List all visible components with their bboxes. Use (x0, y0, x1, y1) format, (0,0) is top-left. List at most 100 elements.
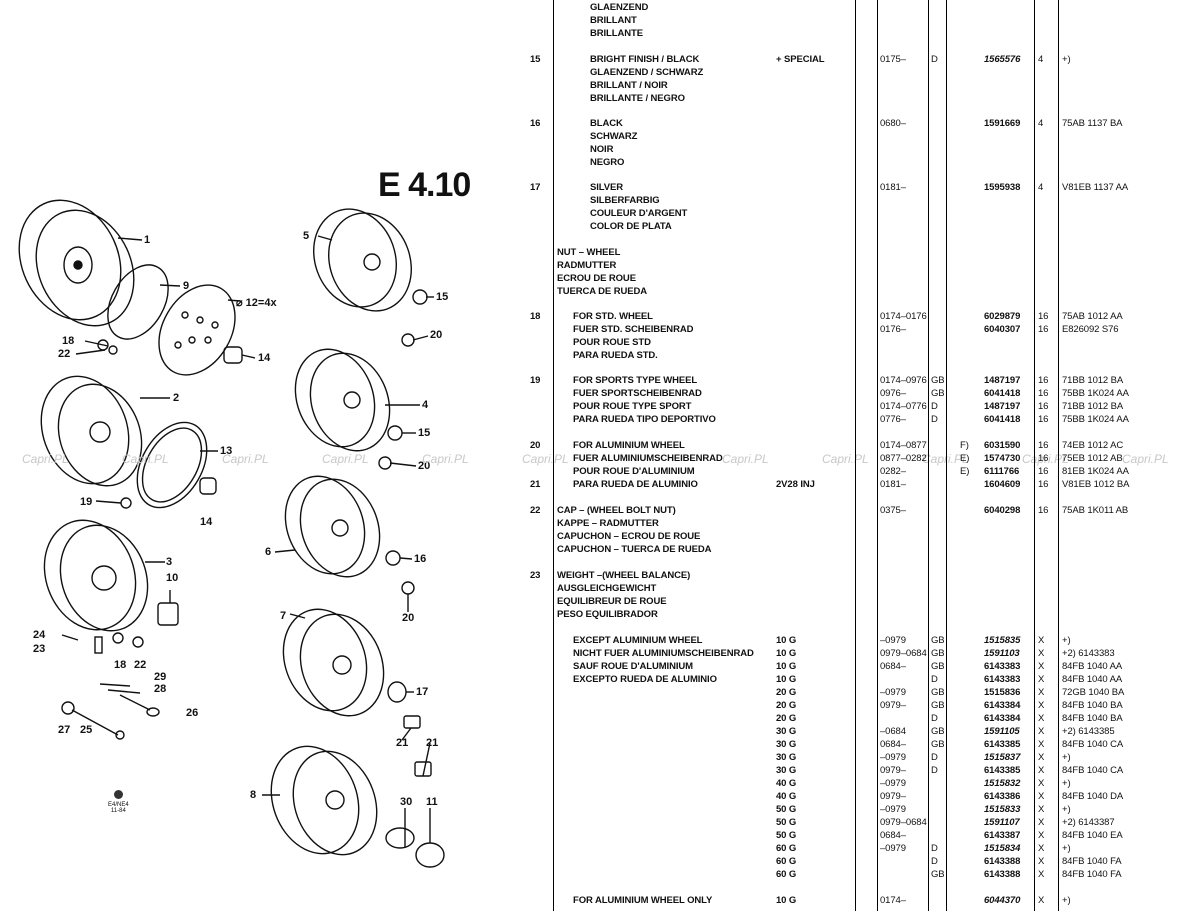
part-spec: + SPECIAL (776, 54, 825, 65)
quantity: 16 (1038, 479, 1049, 490)
item-ref-number: 19 (530, 375, 541, 386)
callout-number: 19 (80, 496, 93, 508)
market-code: GB (931, 661, 945, 672)
date-range: 0976– (880, 388, 906, 399)
callout-number: 7 (280, 610, 287, 622)
part-number: 6029879 (984, 311, 1021, 322)
engineering-number: V81EB 1137 AA (1062, 182, 1129, 193)
engineering-number: V81EB 1012 BA (1062, 479, 1130, 490)
revision-stamp: E4/NE4 11-84 (108, 790, 129, 814)
part-number: 1487197 (984, 375, 1021, 386)
part-number: 1591103 (984, 648, 1020, 659)
wheel-2-drawing (40, 375, 143, 487)
engineering-number: +) (1062, 804, 1071, 815)
quantity: X (1038, 752, 1045, 763)
part-spec: 10 G (776, 635, 797, 646)
market-code: D (931, 401, 938, 412)
engineering-number: 75BB 1K024 AA (1062, 388, 1129, 399)
market-code: D (931, 765, 938, 776)
column-rule (928, 0, 929, 911)
date-range: –0979 (880, 843, 906, 854)
callout-number: 2 (173, 392, 180, 404)
part-number: 1591105 (984, 726, 1020, 737)
part-description: PARA RUEDA TIPO DEPORTIVO (573, 414, 716, 425)
part-number: 6143387 (984, 830, 1021, 841)
part-spec: 60 G (776, 843, 797, 854)
quantity: 4 (1038, 118, 1044, 129)
part-description: FUER SPORTSCHEIBENRAD (573, 388, 702, 399)
part-description: FOR ALUMINIUM WHEEL ONLY (573, 895, 713, 906)
part-description: NICHT FUER ALUMINIUMSCHEIBENRAD (573, 648, 754, 659)
part-description: BRILLANT / NOIR (590, 80, 668, 91)
callout-number: 22 (134, 659, 147, 671)
callout-number: 23 (33, 643, 46, 655)
part-spec: 10 G (776, 648, 797, 659)
date-range: 0877–0282 (880, 453, 927, 464)
callout-number: 3 (166, 556, 173, 568)
part-description: CAP – (WHEEL BOLT NUT) (557, 505, 676, 516)
part-spec: 10 G (776, 674, 797, 685)
quantity: 16 (1038, 505, 1049, 516)
watermark: Capri.PL (322, 452, 369, 466)
watermark: Capri.PL (122, 452, 169, 466)
part-number: 1515835 (984, 635, 1021, 646)
part-number: 6040307 (984, 324, 1021, 335)
market-code: GB (931, 700, 945, 711)
quantity: 16 (1038, 414, 1049, 425)
wheel-3-drawing (43, 519, 149, 632)
callout-number: 21 (396, 737, 409, 749)
engineering-number: 84FB 1040 CA (1062, 739, 1124, 750)
quantity: 16 (1038, 388, 1049, 399)
part-number: 1487197 (984, 401, 1021, 412)
engineering-number: +) (1062, 752, 1071, 763)
date-range: 0174–0877 (880, 440, 927, 451)
part-spec: 50 G (776, 817, 797, 828)
market-code: D (931, 843, 938, 854)
engineering-number: +2) 6143385 (1062, 726, 1115, 737)
date-range: 0174–0776 (880, 401, 927, 412)
quantity: 4 (1038, 54, 1044, 65)
part-number: 1515837 (984, 752, 1021, 763)
engineering-number: 72GB 1040 BA (1062, 687, 1125, 698)
callout-number: 15 (436, 291, 449, 303)
market-code: D (931, 752, 938, 763)
engineering-number: 75AB 1K011 AB (1062, 505, 1129, 516)
part-description: GLAENZEND / SCHWARZ (590, 67, 704, 78)
quantity: X (1038, 674, 1045, 685)
callout-number: 5 (303, 230, 310, 242)
column-rule (1034, 0, 1035, 911)
engineering-number: 75BB 1K024 AA (1062, 414, 1129, 425)
part-number: 1515832 (984, 778, 1021, 789)
engineering-number: 84FB 1040 BA (1062, 713, 1123, 724)
part-number: 6031590 (984, 440, 1021, 451)
date-range: 0684– (880, 830, 906, 841)
date-range: 0680– (880, 118, 906, 129)
wheel-7-drawing (282, 608, 385, 717)
quantity: X (1038, 817, 1045, 828)
date-range: –0979 (880, 804, 906, 815)
quantity: X (1038, 661, 1045, 672)
market-code: E) (960, 453, 970, 464)
engineering-number: 84FB 1040 AA (1062, 661, 1123, 672)
callout-number: 17 (416, 686, 429, 698)
part-description: FOR SPORTS TYPE WHEEL (573, 375, 698, 386)
watermark: Capri.PL (1122, 452, 1169, 466)
callout-number: 22 (58, 348, 71, 360)
engineering-number: 84FB 1040 FA (1062, 856, 1122, 867)
part-number: 6044370 (984, 895, 1021, 906)
quantity: X (1038, 778, 1045, 789)
part-description: NUT – WHEEL (557, 247, 621, 258)
market-code: GB (931, 869, 945, 880)
quantity: X (1038, 856, 1045, 867)
engineering-number: 75EB 1012 AB (1062, 453, 1123, 464)
part-number: 6143383 (984, 661, 1021, 672)
engineering-number: +) (1062, 54, 1071, 65)
callout-number: 18 (114, 659, 127, 671)
part-spec: 50 G (776, 804, 797, 815)
column-rule (855, 0, 856, 911)
engineering-number: 84FB 1040 FA (1062, 869, 1122, 880)
market-code: D (931, 54, 938, 65)
part-spec: 40 G (776, 791, 797, 802)
callout-number: 14 (258, 352, 271, 364)
quantity: X (1038, 635, 1045, 646)
